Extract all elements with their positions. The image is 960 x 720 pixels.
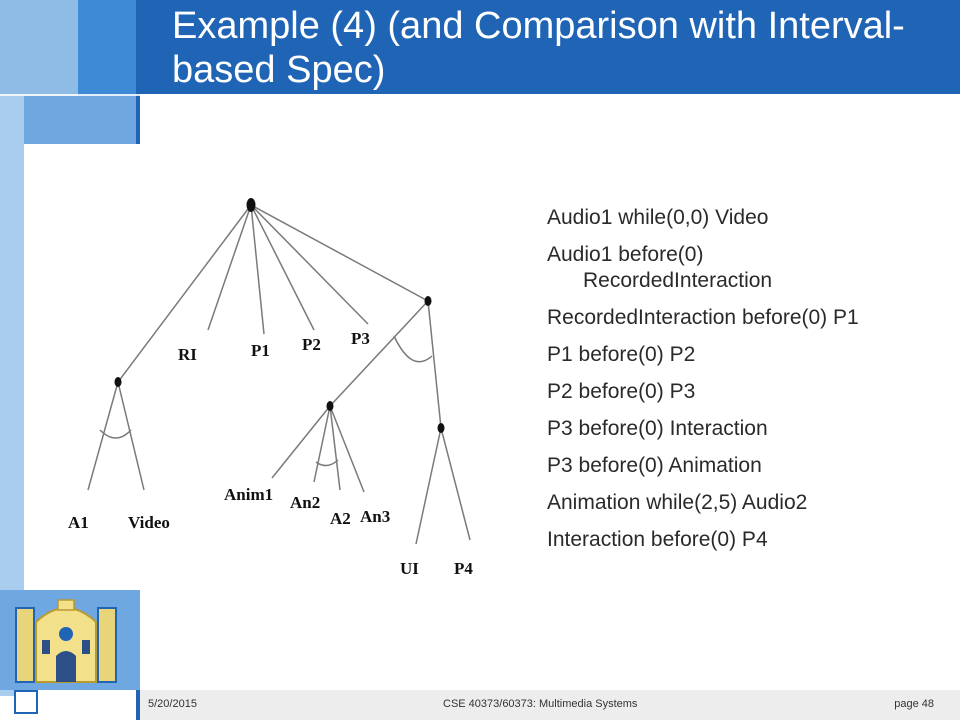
slide-title: Example (4) (and Comparison with Interva… [172, 5, 905, 91]
logo-door [56, 651, 76, 682]
label-anim1: Anim1 [224, 485, 273, 504]
title-underline [140, 94, 960, 96]
tree-nodes [114, 198, 445, 433]
label-an2: An2 [290, 493, 320, 512]
label-p3: P3 [351, 329, 370, 348]
edge-root-p1 [250, 204, 265, 335]
relation-item: Audio1 while(0,0) Video [547, 206, 769, 229]
edge-anim-node [329, 300, 429, 407]
logo-window [59, 627, 73, 641]
edge-root-left [117, 204, 252, 383]
decor-square-mid [78, 0, 136, 96]
arc-left [99, 429, 132, 439]
node-interaction [437, 423, 445, 433]
header-band-left [0, 0, 140, 96]
relation-item: P3 before(0) Animation [547, 454, 762, 477]
label-p1: P1 [251, 341, 270, 360]
relation-item: Interaction before(0) P4 [547, 528, 768, 551]
decor-box [14, 690, 38, 714]
arc-anim [315, 459, 339, 467]
relation-item: P1 before(0) P2 [547, 343, 696, 366]
relation-item: Audio1 before(0) RecordedInteraction [547, 242, 947, 294]
footer-course: CSE 40373/60373: Multimedia Systems [443, 698, 638, 710]
tree-edges [87, 204, 471, 545]
edge-root-p2 [250, 204, 315, 331]
edge-ui [415, 427, 442, 545]
edge-root-p3 [250, 204, 369, 325]
footer-page-number: page 48 [894, 698, 934, 710]
arc-right [393, 335, 433, 363]
tree-diagram: RI P1 P2 P3 A1 Video Anim1 An2 A2 An3 UI… [68, 198, 473, 578]
edge-video [117, 381, 145, 491]
footer: 5/20/2015 CSE 40373/60373: Multimedia Sy… [140, 690, 960, 720]
edge-ui-node [427, 300, 442, 429]
node-right [424, 296, 432, 306]
edge-p4 [440, 427, 471, 541]
decor-square-light [0, 0, 78, 96]
node-root [246, 198, 256, 212]
left-strip-mid [24, 96, 136, 144]
label-p4: P4 [454, 559, 473, 578]
edge-root-right [250, 204, 429, 302]
tree-labels: RI P1 P2 P3 A1 Video Anim1 An2 A2 An3 UI… [68, 329, 473, 578]
relation-item: P2 before(0) P3 [547, 380, 696, 403]
edge-an3 [329, 405, 365, 493]
edge-anim1 [271, 405, 331, 479]
edge-a1 [87, 381, 119, 491]
relation-item: RecordedInteraction before(0) P1 [547, 306, 859, 329]
decor-rule [0, 94, 140, 96]
footer-date: 5/20/2015 [148, 698, 197, 710]
logo-cupola [57, 599, 75, 611]
relation-item-line2: RecordedInteraction [583, 269, 773, 292]
edge-an2 [313, 405, 331, 483]
logo-right-wing [97, 607, 117, 683]
label-a2: A2 [330, 509, 351, 528]
relations-list: Audio1 while(0,0) Video Audio1 before(0)… [547, 205, 947, 564]
label-ui: UI [400, 559, 419, 578]
university-building-logo-icon [12, 592, 120, 688]
content-panel [24, 144, 960, 590]
edge-root-ri [207, 204, 252, 331]
node-left [114, 377, 122, 387]
label-video: Video [128, 513, 170, 532]
label-p2: P2 [302, 335, 321, 354]
edge-a2 [329, 405, 341, 491]
logo-window-right [82, 640, 90, 654]
label-a1: A1 [68, 513, 89, 532]
node-animation [326, 401, 334, 411]
relation-item: Animation while(2,5) Audio2 [547, 491, 808, 514]
relation-item: P3 before(0) Interaction [547, 417, 768, 440]
logo-window-left [42, 640, 50, 654]
title-bar [140, 0, 960, 96]
relation-item-line1: Audio1 before(0) [547, 243, 704, 266]
logo-left-wing [15, 607, 35, 683]
label-an3: An3 [360, 507, 390, 526]
label-ri: RI [178, 345, 197, 364]
